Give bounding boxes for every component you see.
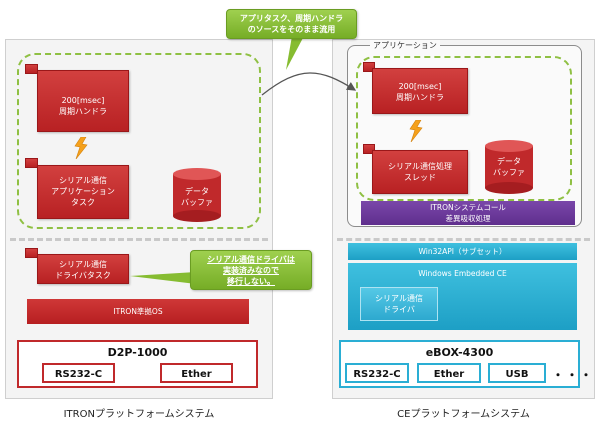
- ce-thread-line1: シリアル通信処理: [388, 162, 452, 171]
- itron-driver-tab: [25, 248, 38, 258]
- itron-handler-tab: [25, 64, 38, 74]
- itron-cylinder-icon: [173, 168, 221, 222]
- itron-driver-task: シリアル通信 ドライバタスク: [37, 254, 129, 284]
- itron-os-label: ITRON準拠OS: [113, 307, 163, 316]
- itron-task-line1: シリアル通信: [59, 176, 107, 185]
- top-callout-tail: [286, 36, 304, 70]
- ce-serial-thread: シリアル通信処理 スレッド: [372, 150, 468, 194]
- ce-app-group: [356, 56, 572, 201]
- ce-separator: [337, 238, 590, 241]
- itron-buffer-line2: バッファ: [181, 198, 213, 207]
- ce-app-label: アプリケーション: [370, 40, 440, 51]
- itron-port-ether: Ether: [160, 363, 233, 383]
- itron-app-task: シリアル通信 アプリケーション タスク: [37, 165, 129, 219]
- itron-board-title: D2P-1000: [107, 346, 168, 359]
- itron-board: D2P-1000 RS232-C Ether: [17, 340, 258, 388]
- ce-board-title: eBOX-4300: [425, 346, 494, 359]
- driver-callout-line1: シリアル通信ドライバは: [207, 255, 295, 264]
- ce-cylinder-icon: [485, 140, 533, 194]
- app-reuse-arrow: [261, 72, 357, 96]
- ce-lightning-icon: [409, 120, 423, 142]
- ce-syscall-line1: ITRONシステムコール: [430, 203, 506, 212]
- ce-port-usb: USB: [488, 363, 546, 383]
- itron-driver-line1: シリアル通信: [59, 260, 107, 269]
- ce-driver-line2: ドライバ: [383, 305, 415, 314]
- itron-handler-line1: 200[msec]: [61, 96, 105, 105]
- itron-handler-line2: 周期ハンドラ: [59, 107, 107, 116]
- itron-lightning-icon: [74, 137, 88, 159]
- ce-thread-tab: [363, 144, 375, 154]
- ce-data-buffer: データ バッファ: [484, 140, 534, 195]
- itron-task-tab: [25, 158, 38, 168]
- itron-buffer-line1: データ: [185, 187, 209, 196]
- ce-syscall-line2: 差異吸収処理: [445, 214, 491, 223]
- ce-buffer-line2: バッファ: [493, 168, 525, 177]
- driver-callout: シリアル通信ドライバは 実装済みなので 移行しない。: [190, 250, 312, 290]
- driver-callout-line3: 移行しない。: [227, 277, 275, 286]
- reuse-callout-line2: のソースをそのまま流用: [247, 25, 336, 34]
- ce-os-label: Windows Embedded CE: [418, 269, 507, 278]
- itron-driver-line2: ドライバタスク: [55, 271, 111, 280]
- ce-port-rs232c-label: RS232-C: [353, 369, 401, 380]
- itron-periodic-handler: 200[msec] 周期ハンドラ: [37, 70, 129, 132]
- ce-serial-driver: シリアル通信 ドライバ: [360, 287, 438, 321]
- itron-port-rs232c-label: RS232-C: [54, 369, 103, 380]
- itron-task-line3: タスク: [71, 198, 95, 207]
- ce-win32-bar: Win32API（サブセット）: [348, 243, 577, 260]
- itron-port-ether-label: Ether: [181, 369, 212, 380]
- driver-callout-line2: 実装済みなので: [223, 266, 279, 275]
- reuse-callout: アプリタスク、周期ハンドラ のソースをそのまま流用: [226, 9, 357, 39]
- ce-syscall-bar: ITRONシステムコール 差異吸収処理: [361, 201, 575, 225]
- ce-periodic-handler: 200[msec] 周期ハンドラ: [372, 68, 468, 114]
- ce-buffer-line1: データ: [497, 157, 521, 166]
- ce-port-ether: Ether: [417, 363, 481, 383]
- ce-handler-tab: [363, 62, 375, 72]
- itron-task-line2: アプリケーション: [51, 187, 115, 196]
- ce-port-rs232c: RS232-C: [345, 363, 409, 383]
- ce-board: eBOX-4300 RS232-C Ether USB ・・・: [339, 340, 592, 388]
- itron-os-bar: ITRON準拠OS: [27, 299, 249, 324]
- ce-driver-line1: シリアル通信: [375, 294, 423, 303]
- itron-data-buffer: データ バッファ: [172, 168, 222, 223]
- ce-more-ports: ・・・: [552, 368, 595, 382]
- ce-handler-line1: 200[msec]: [398, 82, 442, 91]
- itron-port-rs232c: RS232-C: [42, 363, 115, 383]
- ce-caption: CEプラットフォームシステム: [397, 409, 530, 420]
- ce-port-ether-label: Ether: [433, 369, 465, 380]
- itron-separator: [10, 238, 268, 241]
- ce-win32-label: Win32API（サブセット）: [418, 247, 507, 256]
- middle-callout-tail: [130, 272, 196, 284]
- reuse-callout-line1: アプリタスク、周期ハンドラ: [239, 14, 344, 23]
- itron-caption: ITRONプラットフォームシステム: [63, 409, 215, 420]
- ce-handler-line2: 周期ハンドラ: [396, 93, 444, 102]
- itron-app-group: [17, 53, 261, 229]
- ce-port-usb-label: USB: [505, 369, 529, 380]
- ce-thread-line2: スレッド: [404, 173, 436, 182]
